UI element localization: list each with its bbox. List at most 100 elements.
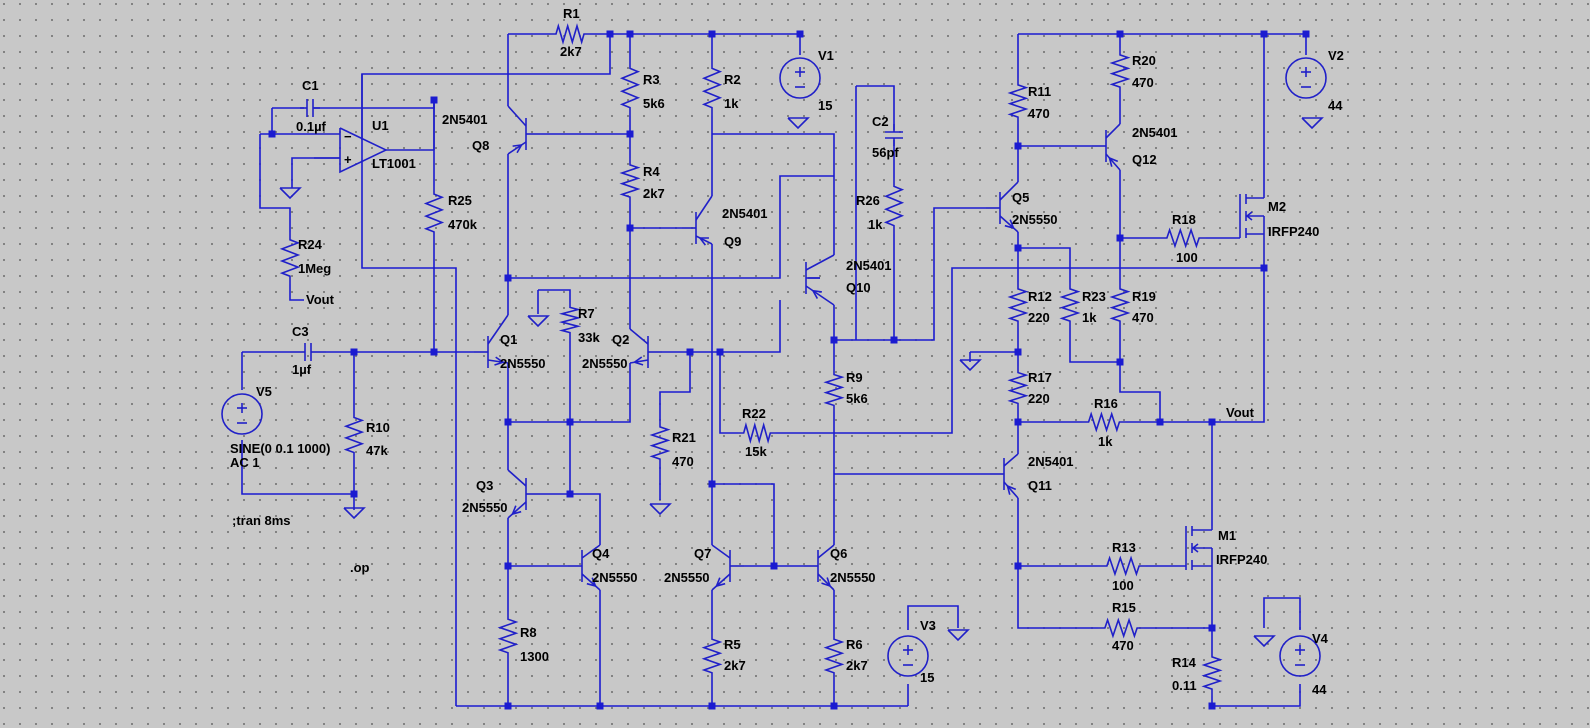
resistor-r6[interactable] (823, 632, 845, 680)
resistor-r24[interactable] (279, 232, 301, 284)
transistor-q10[interactable] (805, 254, 835, 306)
q8-value: 2N5401 (442, 112, 488, 127)
parts: −+ (221, 23, 1327, 696)
voltage-source-v1[interactable] (779, 57, 821, 99)
r2-name: R2 (724, 72, 741, 87)
r19-value: 470 (1132, 310, 1154, 325)
c2-value: 56pf (872, 145, 899, 160)
junction-dot (1208, 418, 1216, 426)
q2-value: 2N5550 (582, 356, 628, 371)
resistor-r11[interactable] (1007, 78, 1029, 124)
resistor-r3[interactable] (619, 60, 641, 116)
c1-name: C1 (302, 78, 319, 93)
c3-value: 1µf (292, 362, 312, 377)
capacitor-c1[interactable] (300, 99, 320, 117)
resistor-r9[interactable] (823, 368, 845, 412)
r10-value: 47k (366, 443, 388, 458)
junctions (268, 30, 1310, 710)
mosfet-m2[interactable] (1239, 194, 1265, 268)
r26-name: R26 (856, 193, 880, 208)
r11-name: R11 (1028, 84, 1051, 99)
resistor-r12[interactable] (1007, 282, 1029, 328)
resistor-r23[interactable] (1059, 282, 1081, 328)
v2-name: V2 (1328, 48, 1344, 63)
r16-name: R16 (1094, 396, 1118, 411)
resistor-r18[interactable] (1160, 227, 1206, 249)
net-label-vout-feedback: Vout (306, 292, 335, 307)
r22-name: R22 (742, 406, 766, 421)
junction-dot (796, 30, 804, 38)
q12-name: Q12 (1132, 152, 1157, 167)
ground-symbol (527, 315, 550, 328)
mosfet-m1[interactable] (1185, 526, 1213, 570)
q3-value: 2N5550 (462, 500, 508, 515)
r18-name: R18 (1172, 212, 1196, 227)
resistor-r22[interactable] (738, 422, 776, 444)
resistor-r15[interactable] (1098, 617, 1144, 639)
resistor-r4[interactable] (619, 158, 641, 204)
junction-dot (1014, 348, 1022, 356)
resistor-r16[interactable] (1082, 411, 1126, 433)
resistor-r13[interactable] (1100, 555, 1146, 577)
transistor-q1[interactable] (474, 314, 509, 368)
ground-symbol (649, 503, 672, 516)
resistor-r25[interactable] (423, 186, 445, 240)
resistor-r1[interactable] (550, 23, 590, 45)
opamp-u1[interactable]: −+ (314, 74, 435, 174)
voltage-source-v4[interactable] (1279, 635, 1321, 677)
junction-dot (890, 336, 898, 344)
m1-name: M1 (1218, 528, 1236, 543)
resistor-r8[interactable] (497, 612, 519, 660)
v4-name: V4 (1312, 631, 1329, 646)
voltage-source-v5[interactable] (221, 393, 263, 435)
resistor-r14[interactable] (1201, 650, 1223, 696)
resistor-r19[interactable] (1109, 282, 1131, 328)
transistor-q6[interactable] (804, 544, 835, 591)
capacitor-c2[interactable] (885, 124, 903, 146)
transistor-q9[interactable] (682, 195, 713, 246)
resistor-r21[interactable] (649, 420, 671, 466)
junction-dot (504, 702, 512, 710)
transistor-q8[interactable] (507, 105, 540, 155)
c1-value: 0.1µf (296, 119, 327, 134)
r7-value: 33k (578, 330, 600, 345)
resistor-r20[interactable] (1109, 48, 1131, 94)
ground-symbol (343, 507, 366, 520)
resistor-r26[interactable] (883, 178, 905, 234)
transistor-q2[interactable] (629, 328, 662, 368)
junction-dot (708, 480, 716, 488)
resistor-r17[interactable] (1007, 366, 1029, 410)
resistor-r5[interactable] (701, 632, 723, 680)
r9-value: 5k6 (846, 391, 868, 406)
junction-dot (1208, 624, 1216, 632)
tran-directive: ;tran 8ms (232, 513, 291, 528)
transistor-q4[interactable] (568, 544, 601, 591)
voltage-source-v2[interactable] (1285, 57, 1327, 99)
transistor-q3[interactable] (507, 469, 540, 519)
voltage-source-v3[interactable] (887, 635, 929, 677)
resistor-r10[interactable] (343, 410, 365, 460)
junction-dot (1156, 418, 1164, 426)
q6-name: Q6 (830, 546, 847, 561)
v3-name: V3 (920, 618, 936, 633)
capacitor-c3[interactable] (290, 343, 326, 361)
ground-symbol (1253, 635, 1276, 648)
resistor-r7[interactable] (558, 302, 582, 338)
q7-value: 2N5550 (664, 570, 710, 585)
resistor-r2[interactable] (701, 60, 723, 116)
v4-value: 44 (1312, 682, 1327, 697)
r4-value: 2k7 (643, 186, 665, 201)
q7-name: Q7 (694, 546, 711, 561)
u1-value: LT1001 (372, 156, 416, 171)
transistor-q12[interactable] (1092, 123, 1121, 171)
transistor-q7[interactable] (711, 544, 744, 591)
q10-name: Q10 (846, 280, 871, 295)
junction-dot (1014, 562, 1022, 570)
r10-name: R10 (366, 420, 390, 435)
transistor-q5[interactable] (986, 181, 1019, 233)
junction-dot (1260, 30, 1268, 38)
transistor-q11[interactable] (990, 453, 1019, 499)
q2-name: Q2 (612, 332, 629, 347)
junction-dot (504, 418, 512, 426)
